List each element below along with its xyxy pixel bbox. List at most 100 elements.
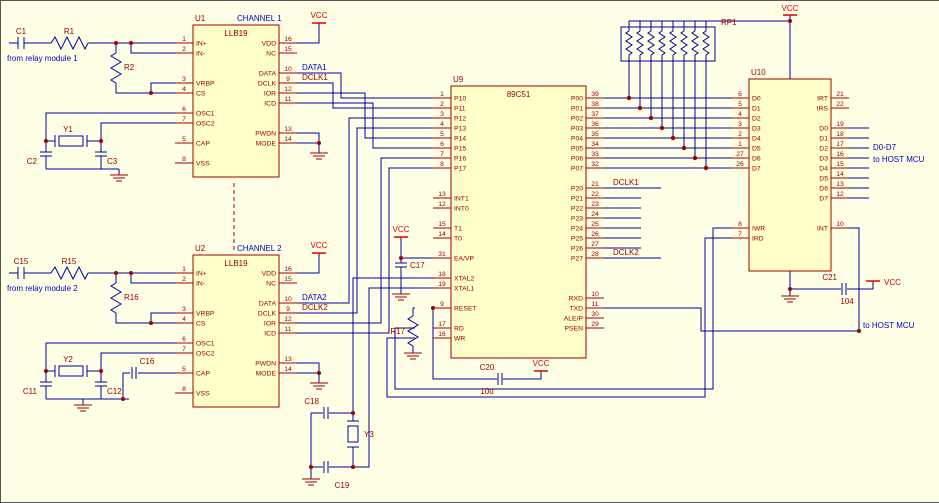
pin-name: D7	[752, 166, 761, 173]
pin-name: MODE	[256, 141, 277, 148]
pin-name: ICD	[264, 331, 276, 338]
pin-number: 8	[182, 386, 186, 393]
component-label: C11	[23, 387, 38, 396]
pin-name: CS	[196, 91, 206, 98]
pin-number: 4	[440, 121, 444, 128]
chip-u9: U989C511P102P113P124P135P146P157P168P171…	[433, 75, 604, 359]
pin-number: 10	[284, 66, 292, 73]
pin-name: INT	[817, 226, 828, 233]
pin-name: IRT	[817, 96, 828, 103]
pin-number: 15	[836, 161, 844, 168]
pin-name: P24	[571, 226, 583, 233]
chip-ref: U1	[195, 14, 206, 23]
pin-name: CS	[196, 321, 206, 328]
pin-number: 38	[591, 101, 599, 108]
pin-number: 14	[284, 136, 292, 143]
component-label: C1	[16, 27, 27, 36]
pin-name: P16	[454, 156, 466, 163]
pin-number: 23	[591, 201, 599, 208]
pin-name: IOR	[264, 91, 276, 98]
component-label: DCLK2	[613, 248, 639, 257]
pin-number: 13	[284, 356, 292, 363]
pin-number: 24	[591, 211, 599, 218]
chip-part: LLB19	[224, 259, 248, 268]
pin-number: 5	[182, 136, 186, 143]
pin-number: 16	[438, 331, 446, 338]
pin-number: 31	[438, 251, 446, 258]
resistor-r1	[50, 35, 89, 51]
pin-number: 5	[738, 101, 742, 108]
crystal-y2-plates	[54, 365, 88, 377]
pin-number: 8	[182, 156, 186, 163]
pin-number: 10	[284, 296, 292, 303]
pin-name: ALE/P	[564, 316, 584, 323]
pin-name: P12	[454, 116, 466, 123]
pin-name: IWR	[752, 226, 765, 233]
power-label: VCC	[311, 11, 328, 20]
pin-number: 33	[591, 151, 599, 158]
pin-name: D5	[752, 146, 761, 153]
power-symbols	[74, 14, 880, 486]
pin-name: P26	[571, 246, 583, 253]
pin-name: T0	[454, 236, 462, 243]
pin-number: 34	[591, 141, 599, 148]
pin-name: P14	[454, 136, 466, 143]
crystal-y1-body	[58, 135, 84, 147]
pin-number: 10	[836, 221, 844, 228]
rp1-leads	[628, 21, 707, 168]
pin-number: 7	[182, 116, 186, 123]
pin-number: 26	[591, 231, 599, 238]
pin-number: 1	[738, 141, 742, 148]
component-label: 104	[840, 297, 854, 306]
pin-number: 3	[738, 121, 742, 128]
pin-name: D7	[819, 196, 828, 203]
pin-number: 14	[836, 171, 844, 178]
pin-name: VSS	[196, 161, 210, 168]
pin-name: RESET	[454, 306, 477, 313]
pin-name: D2	[819, 146, 828, 153]
pin-number: 27	[736, 151, 744, 158]
pin-number: 30	[591, 311, 599, 318]
pin-name: D4	[819, 166, 828, 173]
pin-number: 15	[284, 276, 292, 283]
pin-number: 13	[284, 126, 292, 133]
pin-name: T1	[454, 226, 462, 233]
pin-number: 12	[284, 86, 292, 93]
pin-number: 6	[738, 91, 742, 98]
power-label: VCC	[782, 4, 799, 13]
pin-number: 26	[736, 161, 744, 168]
component-label: DCLK1	[302, 73, 328, 82]
net-label: D0-D7	[873, 143, 897, 152]
ground-symbol	[302, 478, 320, 486]
pin-number: 15	[284, 46, 292, 53]
pin-number: 8	[738, 221, 742, 228]
net-label: from relay module 1	[7, 54, 78, 63]
pin-name: OSC1	[196, 111, 215, 118]
pin-name: WR	[454, 336, 465, 343]
component-label: RP1	[721, 18, 737, 27]
pin-name: P10	[454, 96, 466, 103]
pin-number: 2	[182, 276, 186, 283]
pin-name: P01	[571, 106, 583, 113]
pin-number: 36	[591, 121, 599, 128]
pin-number: 5	[440, 131, 444, 138]
pin-name: P11	[454, 106, 466, 113]
pin-name: PSEN	[564, 326, 583, 333]
pin-name: VDD	[262, 41, 276, 48]
pin-name: P05	[571, 146, 583, 153]
chip-annotation: CHANNEL 1	[237, 14, 282, 23]
component-label: C3	[107, 157, 118, 166]
pin-name: P07	[571, 166, 583, 173]
pin-number: 7	[182, 346, 186, 353]
rp1-resistor-pack	[620, 21, 716, 168]
pin-number: 16	[284, 36, 292, 43]
pin-name: D3	[819, 156, 828, 163]
pin-number: 32	[591, 161, 599, 168]
ground-symbol	[310, 152, 328, 160]
net-label: DATA1	[302, 63, 327, 72]
component-label: R16	[124, 293, 139, 302]
chip-body	[192, 24, 280, 178]
capacitor-c12	[95, 381, 107, 387]
chip-part: 89C51	[507, 90, 531, 99]
